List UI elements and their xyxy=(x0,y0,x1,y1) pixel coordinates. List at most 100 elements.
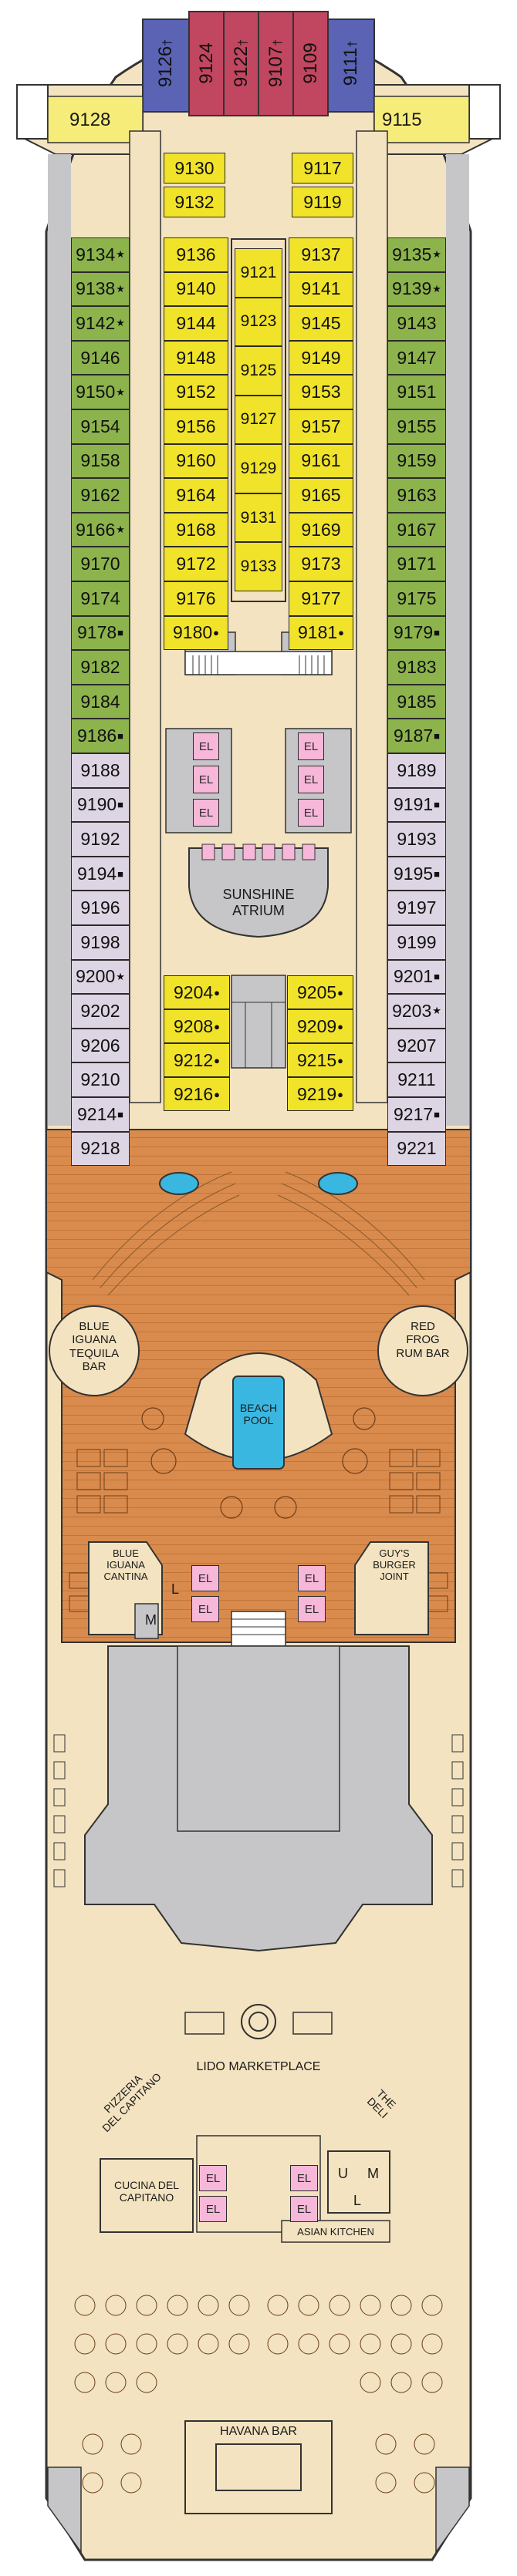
cabin-9138: 9138★ xyxy=(71,271,130,307)
cabin-number: 9215 xyxy=(296,1049,337,1070)
cabin-number: 9182 xyxy=(80,656,120,677)
cabin-9150: 9150★ xyxy=(71,375,130,409)
cabin-number: 9160 xyxy=(176,450,216,471)
cabin-category-mark: ● xyxy=(214,1020,221,1032)
cabin-number: 9171 xyxy=(397,554,437,574)
cabin-9183: 9183 xyxy=(387,650,446,685)
cabin-category-mark: ■ xyxy=(117,867,124,880)
cabin-9132: 9132 xyxy=(164,187,225,217)
elevator-aft-stbd-1: EL xyxy=(290,2165,318,2191)
cabin-number: 9221 xyxy=(397,1138,437,1159)
cabin-number: 9153 xyxy=(301,382,341,402)
cabin-9192: 9192 xyxy=(71,822,130,857)
cabin-9212: 9212● xyxy=(164,1043,230,1077)
cabin-number: 9172 xyxy=(176,554,216,574)
cabin-category-mark: ■ xyxy=(434,867,441,880)
cabin-number: 9209 xyxy=(296,1015,337,1036)
cabin-9215: 9215● xyxy=(287,1043,353,1077)
cabin-9165: 9165 xyxy=(289,478,353,513)
cabin-category-mark: † xyxy=(346,40,360,48)
cabin-number: 9180 xyxy=(172,622,213,643)
cabin-9174: 9174 xyxy=(71,581,130,616)
cabin-category-mark: ● xyxy=(214,1088,221,1100)
cabin-9154: 9154 xyxy=(71,409,130,444)
aft-tables xyxy=(74,2295,443,2494)
cabin-9142: 9142★ xyxy=(71,306,130,341)
ladies-restroom-label-aft: L xyxy=(353,2193,362,2208)
lounger-fans xyxy=(92,1171,425,1296)
cabin-number: 9184 xyxy=(80,691,120,712)
cabin-number: 9170 xyxy=(80,554,120,574)
red-frog-rum-bar-label: RED FROG RUM BAR xyxy=(396,1320,450,1360)
cabin-number: 9179 xyxy=(393,622,434,643)
cabin-9217: 9217■ xyxy=(387,1097,446,1132)
elevator-mid-port-1: EL xyxy=(191,1565,219,1591)
cabin-category-mark: ■ xyxy=(117,799,124,811)
cabin-number: 9174 xyxy=(80,588,120,608)
cabin-number: 9144 xyxy=(176,312,216,333)
cabin-category-mark: ● xyxy=(337,986,344,998)
cabin-9137: 9137 xyxy=(289,237,353,272)
cabin-number: 9146 xyxy=(80,347,120,368)
cabin-number: 9149 xyxy=(301,347,341,368)
cabin-9171: 9171 xyxy=(387,547,446,581)
forward-cabin-9128: 9128 xyxy=(69,109,111,130)
sunshine-atrium-shape xyxy=(188,844,329,938)
cabin-number: 9156 xyxy=(176,416,216,436)
cabin-number: 9122 xyxy=(230,45,252,88)
cabin-9123: 9123 xyxy=(235,297,282,347)
elevator-aft-port-1: EL xyxy=(199,2165,227,2191)
bow-cabin-9111: 9111† xyxy=(340,17,361,109)
cabin-9203: 9203★ xyxy=(387,994,446,1029)
cabin-9185: 9185 xyxy=(387,684,446,719)
cabin-category-mark: ★ xyxy=(432,1005,441,1017)
cabin-9161: 9161 xyxy=(289,443,353,479)
cabin-category-mark: ● xyxy=(337,1054,344,1066)
blue-iguana-tequila-bar-label: BLUE IGUANA TEQUILA BAR xyxy=(69,1320,120,1373)
cabin-number: 9185 xyxy=(397,691,437,712)
cabin-9193: 9193 xyxy=(387,822,446,857)
cabin-number: 9202 xyxy=(80,1000,120,1021)
elevator-fwd-stbd-1: EL xyxy=(298,732,324,760)
cabin-number: 9194 xyxy=(76,863,117,884)
lido-tables xyxy=(53,1734,464,1887)
cabin-number: 9157 xyxy=(301,416,341,436)
cabin-9121: 9121 xyxy=(235,248,282,298)
cabin-9200: 9200★ xyxy=(71,959,130,995)
cabin-9216: 9216● xyxy=(164,1077,230,1111)
cabin-number: 9142 xyxy=(76,312,116,333)
elevator-fwd-stbd-2: EL xyxy=(298,766,324,793)
bow-cabin-9122: 9122† xyxy=(230,17,252,109)
cabin-number: 9124 xyxy=(195,42,217,84)
cabin-9196: 9196 xyxy=(71,891,130,925)
cabin-number: 9169 xyxy=(301,519,341,540)
cabin-9157: 9157 xyxy=(289,409,353,444)
cabin-9176: 9176 xyxy=(164,581,228,616)
cabin-number: 9193 xyxy=(397,828,437,849)
cabin-9158: 9158 xyxy=(71,443,130,479)
cabin-category-mark: ■ xyxy=(434,627,441,639)
cabin-number: 9211 xyxy=(397,1069,436,1090)
cabin-number: 9212 xyxy=(173,1049,214,1070)
cabin-number: 9190 xyxy=(76,794,117,815)
cabin-category-mark: ■ xyxy=(434,1108,441,1120)
cabin-9190: 9190■ xyxy=(71,787,130,823)
cabin-number: 9183 xyxy=(397,656,437,677)
ladies-restroom-label: L xyxy=(171,1581,180,1597)
cabin-number: 9107 xyxy=(265,45,286,88)
cabin-9173: 9173 xyxy=(289,547,353,581)
cabin-number: 9145 xyxy=(301,312,341,333)
cabin-9194: 9194■ xyxy=(71,856,130,891)
cabin-9156: 9156 xyxy=(164,409,228,444)
cabin-number: 9137 xyxy=(301,244,341,264)
cabin-number: 9198 xyxy=(80,931,120,952)
cabin-number: 9141 xyxy=(301,278,341,299)
cabin-number: 9138 xyxy=(76,278,116,299)
cabin-9163: 9163 xyxy=(387,478,446,513)
cabin-9214: 9214■ xyxy=(71,1097,130,1132)
cabin-9129: 9129 xyxy=(235,444,282,493)
cabin-number: 9219 xyxy=(296,1083,337,1104)
cabin-number: 9161 xyxy=(301,450,341,471)
cabin-number: 9216 xyxy=(173,1083,214,1104)
cabin-number: 9117 xyxy=(303,157,342,178)
